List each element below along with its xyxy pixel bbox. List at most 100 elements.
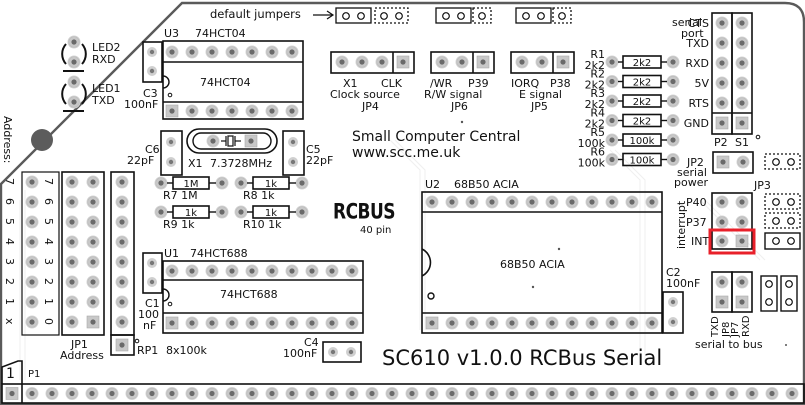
ic-pin <box>345 316 359 330</box>
jp4-desc: Clock source <box>330 88 400 101</box>
bus-pin <box>325 386 339 401</box>
rp1-pin <box>115 195 129 209</box>
ic-pin <box>565 195 579 209</box>
serial-pin-label-cts: CTS <box>688 17 709 30</box>
serial-port-label1: serial <box>672 16 702 29</box>
bus-pin <box>405 386 419 401</box>
ic-pin <box>565 316 579 330</box>
ic-pin <box>185 264 199 278</box>
resistor-value: 100k <box>630 156 655 167</box>
mounting-hole <box>31 129 53 151</box>
c2-ref: C2 <box>666 266 681 279</box>
bus-pin <box>105 386 119 401</box>
jp2-desc2: power <box>674 176 708 189</box>
u3-body: 74HCT04 <box>200 76 251 89</box>
jp1-ref: JP1 <box>70 338 88 351</box>
bus-pin <box>665 386 679 401</box>
rp1-pin <box>115 235 129 249</box>
c6-ref: C6 <box>145 143 160 156</box>
bus-pin <box>705 386 719 401</box>
bus-pin <box>505 386 519 401</box>
resistor-value: 2k2 <box>633 58 652 69</box>
address-pin <box>65 175 79 189</box>
bus-pin <box>45 386 59 401</box>
resistor-ref: R2 <box>590 68 605 81</box>
jumper-jp8-jp7[interactable]: TXD JP8 JP7 RXD serial to bus <box>695 271 798 351</box>
ic-u1: U1 74HCT688 74HCT688 <box>162 247 364 334</box>
led1-ref: LED1 <box>92 82 121 95</box>
jumper-jp5[interactable]: IORQ P38 E signal JP5 <box>510 51 575 113</box>
bus-connector-p1: 1 P1 <box>1 360 805 404</box>
jp4-left: X1 <box>343 77 358 90</box>
bus-pin <box>625 386 639 401</box>
bus-pin <box>25 386 39 401</box>
serial-pin-label-5v: 5V <box>694 77 709 90</box>
ic-pin <box>525 316 539 330</box>
jumper-jp3[interactable]: JP3 interrupt P40 P37 INT <box>675 179 801 255</box>
ic-pin <box>285 316 299 330</box>
c3-value: 100nF <box>124 98 158 111</box>
rp1-pin <box>115 315 129 329</box>
ic-pin <box>445 316 459 330</box>
led2: LED2 RXD <box>61 35 121 72</box>
c1-ref: C1 <box>145 297 160 310</box>
cap-c4: C4 100nF <box>283 336 362 363</box>
c5-value: 22pF <box>306 154 333 167</box>
resistor-pad <box>154 176 168 190</box>
serial-pin <box>735 16 749 30</box>
address-pin <box>86 275 100 289</box>
bus-pin <box>485 386 499 401</box>
address-pin <box>25 235 39 249</box>
jumper-jp6[interactable]: /WR P39 R/W signal JP6 <box>424 51 495 113</box>
ic-pin <box>205 45 219 59</box>
cap-c6: C6 22pF <box>127 130 183 176</box>
jp6-desc: R/W signal <box>424 88 482 101</box>
resistor-ref: R3 <box>590 87 605 100</box>
serial-pin <box>735 96 749 110</box>
bus-pin <box>365 386 379 401</box>
ic-pin <box>225 45 239 59</box>
jp8-signal: TXD <box>710 316 721 338</box>
bus-pin <box>605 386 619 401</box>
ic-pin <box>465 195 479 209</box>
c1-value: 100 <box>138 308 159 321</box>
rp1-pin <box>115 255 129 269</box>
c4-ref: C4 <box>304 336 319 349</box>
bus-pin <box>565 386 579 401</box>
ic-pin <box>525 195 539 209</box>
ic-pin <box>245 264 259 278</box>
bus-pin <box>185 386 199 401</box>
cap-c2: C2 100nF <box>662 266 700 334</box>
resistor-ref: R5 <box>590 126 605 139</box>
serial-pin <box>735 56 749 70</box>
jumper-jp4[interactable]: X1 CLK Clock source JP4 <box>330 51 415 113</box>
ic-u2: U2 68B50 ACIA 68B50 ACIA <box>421 178 663 334</box>
x1-ref: X1 <box>188 157 203 170</box>
resistor-pad <box>605 133 619 147</box>
serial-pin <box>715 56 729 70</box>
x1-value: 7.3728MHz <box>210 157 272 170</box>
jumper-jp2[interactable]: JP2 serial power <box>674 151 801 189</box>
ic-pin <box>225 104 239 118</box>
address-num-left: 4 <box>3 238 16 245</box>
address-pin <box>86 315 100 329</box>
address-num-right: 1 <box>42 298 55 305</box>
ic-pin <box>185 316 199 330</box>
address-pin <box>86 255 100 269</box>
jp6-left: /WR <box>430 77 453 90</box>
address-num-right: 4 <box>42 238 55 245</box>
jp2-ref: JP2 <box>686 156 704 169</box>
address-num-right: 6 <box>42 198 55 205</box>
jp3-row-p40: P40 <box>686 196 707 209</box>
c6-value: 22pF <box>127 154 154 167</box>
jp2-desc1: serial <box>677 166 707 179</box>
resistor-pad <box>605 113 619 128</box>
jp5-right: P38 <box>550 77 571 90</box>
